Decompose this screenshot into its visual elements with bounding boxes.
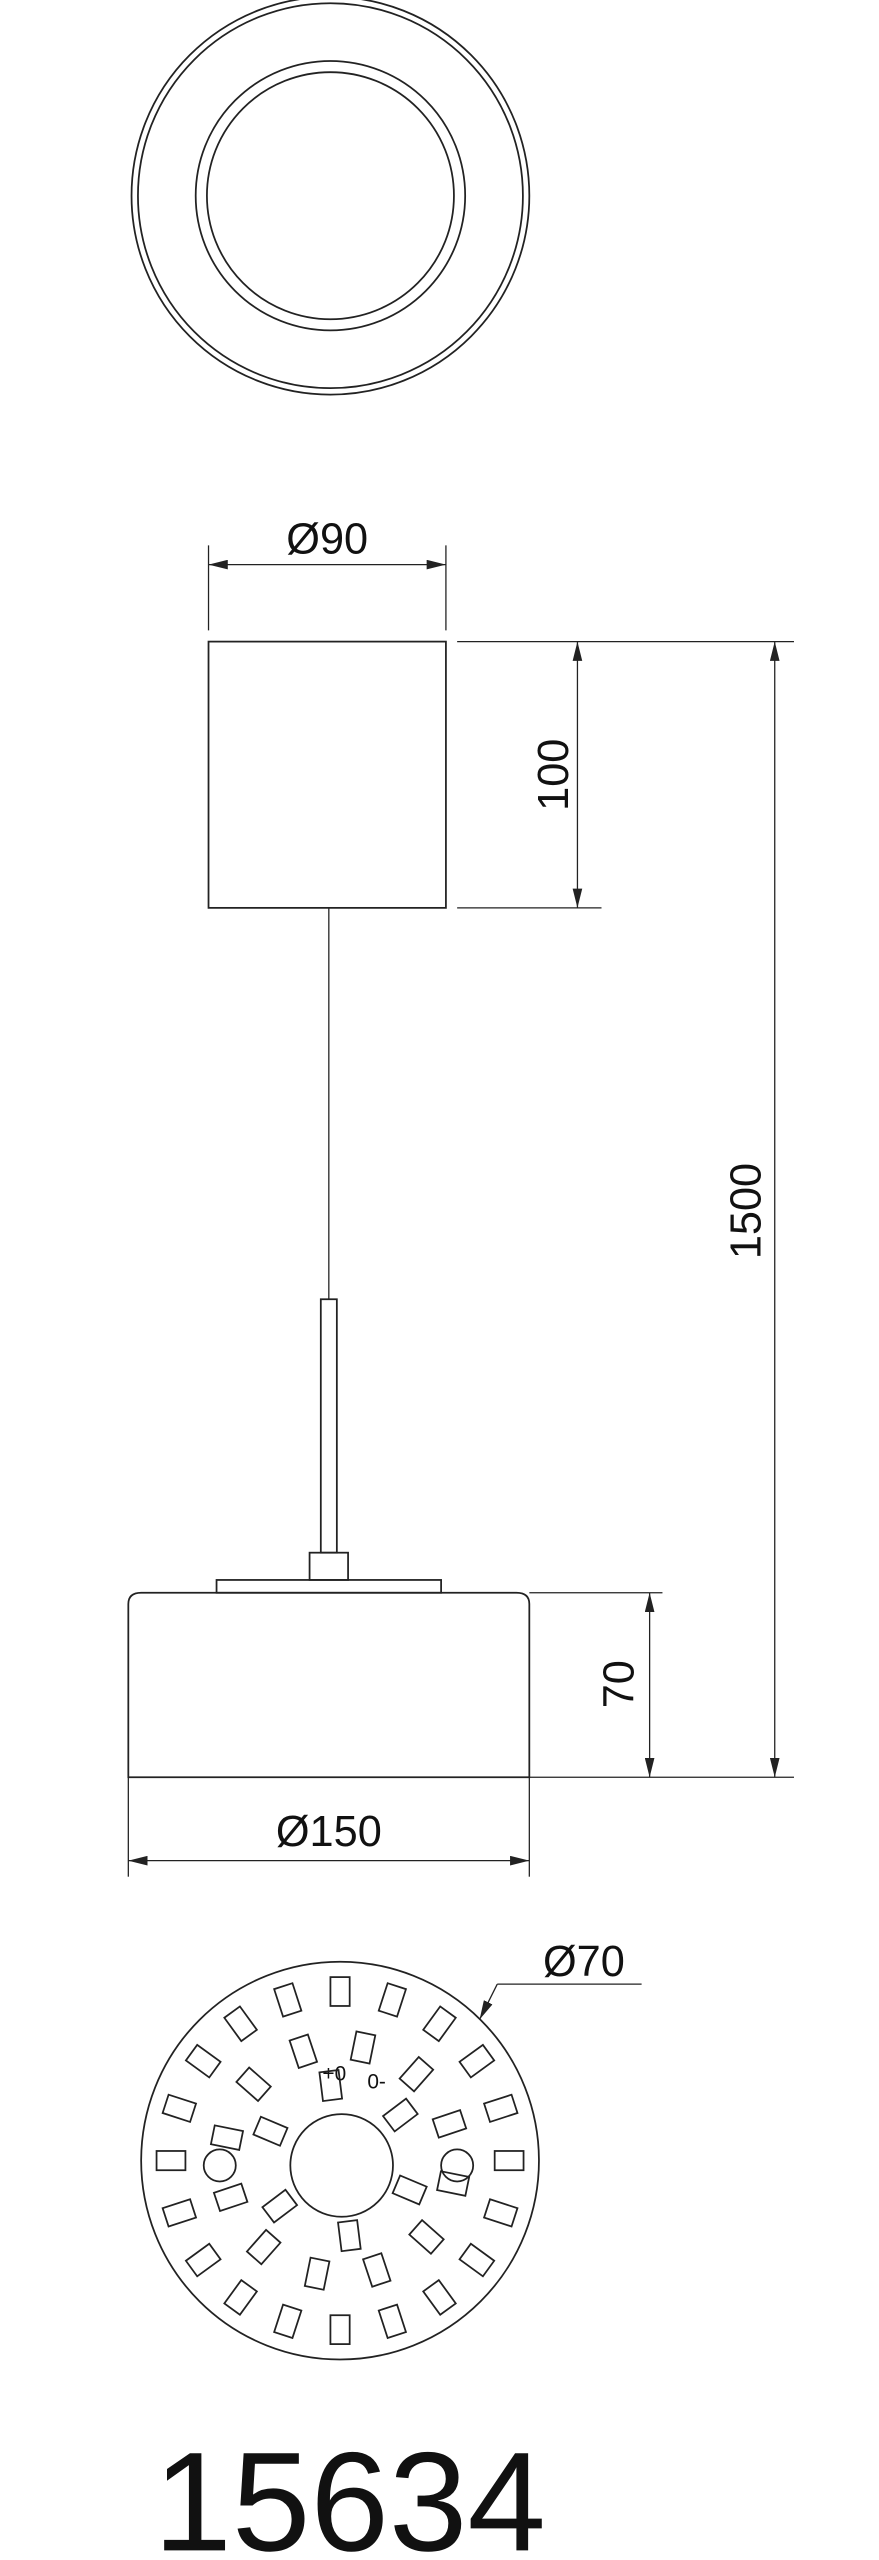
led-chip <box>482 2198 519 2228</box>
led-chip <box>303 2256 331 2291</box>
led-chip <box>458 2242 496 2278</box>
shade-diameter-dimension: Ø150 <box>127 1777 530 1877</box>
canopy-height-dimension: 100 <box>457 640 794 909</box>
canopy-height-label: 100 <box>530 739 578 811</box>
total-height-label: 1500 <box>722 1163 770 1259</box>
led-chip <box>318 2069 344 2103</box>
led-chip <box>329 1976 351 2007</box>
led-chip <box>245 2228 282 2266</box>
led-chip <box>458 2043 496 2079</box>
shade-height-label: 70 <box>596 1660 644 1708</box>
led-plate-diameter-dimension: Ø70 <box>479 1938 642 2020</box>
top-view <box>130 0 531 396</box>
led-chip <box>235 2066 273 2103</box>
led-chip <box>161 2198 198 2228</box>
led-chip <box>184 2043 222 2079</box>
led-plate: +0 0- <box>140 1960 540 2361</box>
led-chip <box>273 2303 303 2340</box>
led-chip <box>288 2033 319 2070</box>
shade-height-dimension: 70 <box>529 1592 794 1778</box>
led-chip <box>482 2093 519 2124</box>
shade-diameter-label: Ø150 <box>276 1808 382 1856</box>
led-chip <box>349 2030 377 2065</box>
led-chip <box>223 2005 259 2043</box>
led-chip <box>391 2174 428 2206</box>
led-chip <box>155 2150 187 2172</box>
led-chip <box>329 2314 351 2345</box>
led-chip <box>408 2218 445 2255</box>
lamp-shade <box>127 1591 531 1779</box>
center-hole <box>289 2113 394 2218</box>
led-chip <box>261 2188 299 2224</box>
canopy-diameter-label: Ø90 <box>286 515 368 563</box>
mount-hole <box>440 2148 475 2183</box>
total-height-dimension: 1500 <box>722 641 780 1778</box>
polarity-minus-label: 0- <box>367 2070 386 2093</box>
led-chip <box>436 2170 471 2197</box>
led-chip <box>252 2115 289 2147</box>
led-chip <box>381 2097 419 2133</box>
product-code: 15634 <box>153 2422 545 2560</box>
led-chip <box>337 2219 362 2253</box>
led-chip <box>377 1982 408 2018</box>
led-chip <box>421 2278 458 2316</box>
led-chip <box>398 2055 435 2093</box>
led-chip <box>421 2005 458 2043</box>
led-chip <box>161 2093 198 2124</box>
led-chip <box>493 2150 525 2172</box>
led-chip <box>184 2242 222 2278</box>
suspension-cord <box>215 907 442 1594</box>
mount-hole <box>202 2148 237 2183</box>
canopy-diameter-dimension: Ø90 <box>207 515 447 631</box>
polarity-plus-label: +0 <box>322 2062 346 2085</box>
led-chip <box>209 2124 245 2152</box>
led-chip <box>212 2182 249 2213</box>
led-chip <box>431 2109 468 2139</box>
led-chip <box>273 1982 303 2018</box>
led-chip <box>361 2252 392 2288</box>
led-plate-diameter-label: Ø70 <box>543 1938 625 1986</box>
canopy <box>207 640 447 909</box>
led-chip <box>223 2278 259 2316</box>
led-chip <box>377 2303 408 2340</box>
